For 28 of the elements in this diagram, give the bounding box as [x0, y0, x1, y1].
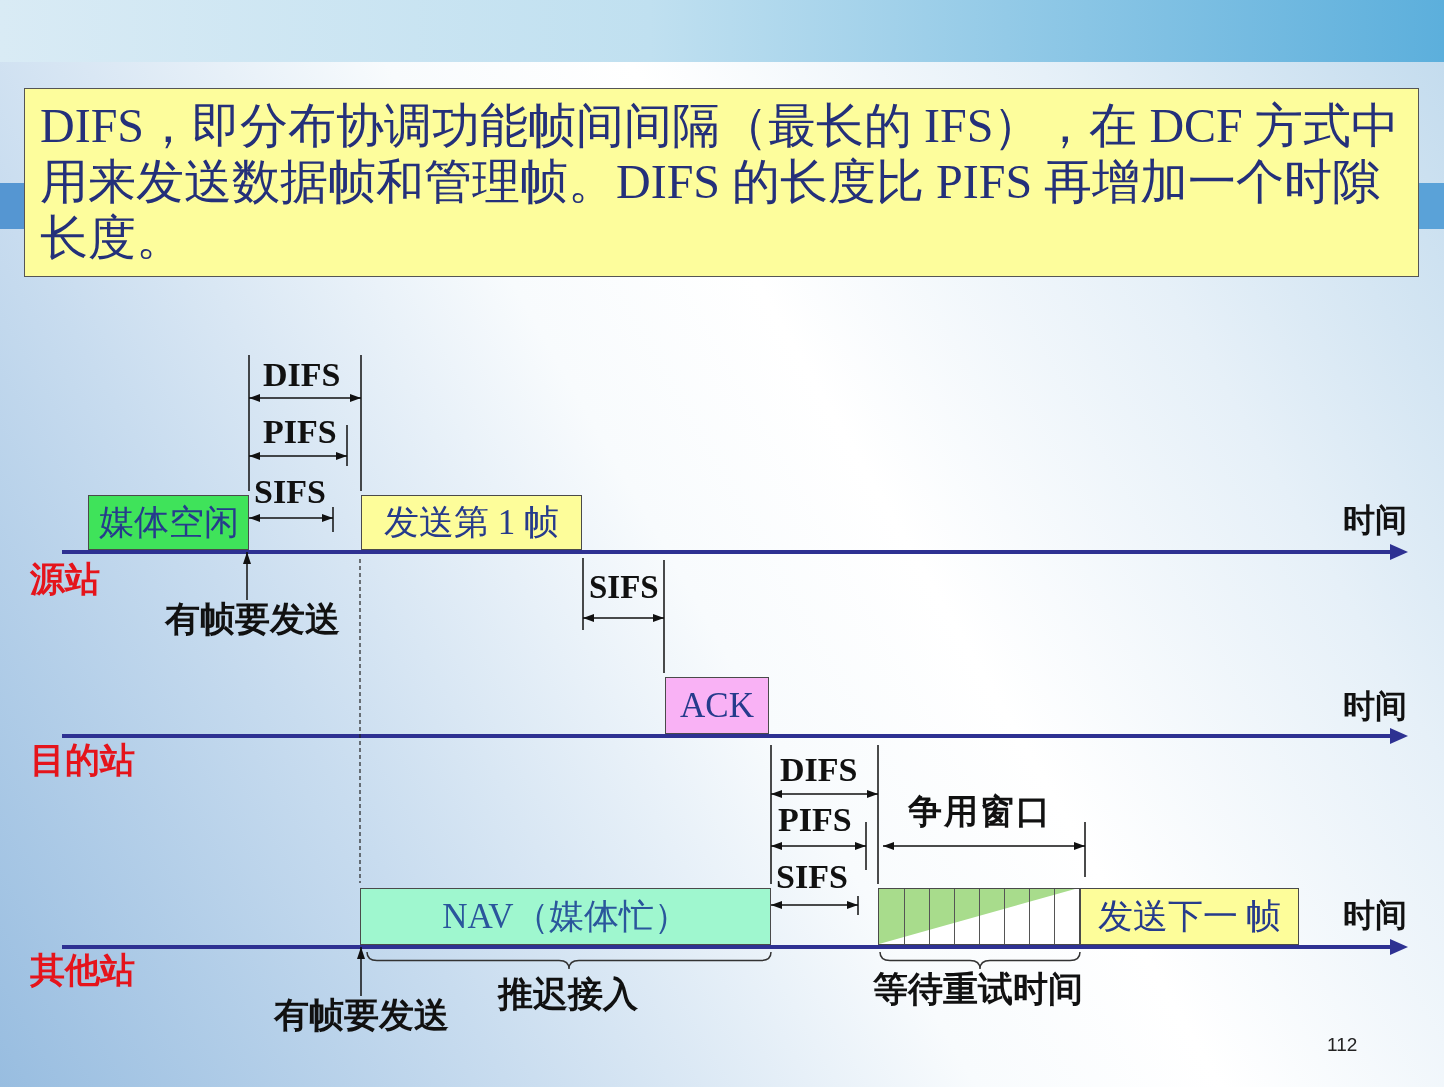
idle-box: 媒体空闲 — [88, 495, 249, 550]
page-number: 112 — [1327, 1035, 1358, 1054]
axis-label: 时间 — [1343, 899, 1407, 931]
station-label: 其他站 — [30, 953, 135, 988]
dimension-label: SIFS — [776, 860, 848, 894]
backoff-slots — [878, 888, 1080, 945]
arrow — [357, 946, 365, 997]
station-label: 目的站 — [30, 743, 135, 778]
dimension-label: DIFS — [263, 358, 341, 392]
frame-box: 发送下一 帧 — [1080, 888, 1299, 945]
dimension-label: PIFS — [778, 803, 852, 837]
annotation-text: 有帧要发送 — [165, 602, 340, 637]
brace-label: 推迟接入 — [498, 977, 638, 1012]
brace-label: 等待重试时间 — [873, 972, 1083, 1007]
dimension-label: 争用窗口 — [908, 794, 1052, 828]
dimension-label: DIFS — [780, 753, 858, 787]
annotation-text: 有帧要发送 — [274, 998, 449, 1033]
frame-box: 发送第 1 帧 — [361, 495, 582, 550]
nav-box: NAV（媒体忙） — [360, 888, 771, 945]
axis-label: 时间 — [1343, 690, 1407, 722]
arrow — [243, 551, 251, 601]
axis-label: 时间 — [1343, 504, 1407, 536]
dimension-label: PIFS — [263, 415, 337, 449]
note-box: DIFS，即分布协调功能帧间间隔（最长的 IFS），在 DCF 方式中用来发送数据帧和管理帧。DIFS 的长度比 PIFS 再增加一个时隙长度。 — [24, 88, 1419, 277]
dimension-label: SIFS — [589, 571, 659, 604]
station-label: 源站 — [30, 562, 100, 597]
frame-box: ACK — [665, 677, 769, 734]
dimension-label: SIFS — [254, 475, 326, 509]
